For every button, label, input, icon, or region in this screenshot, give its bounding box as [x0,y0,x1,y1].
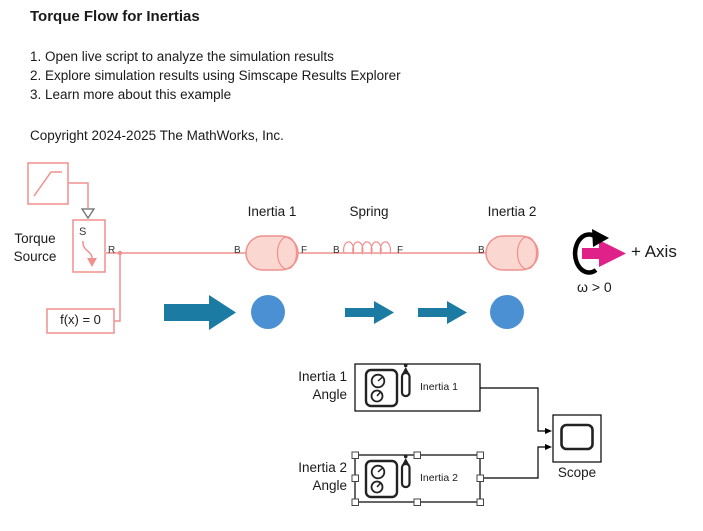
converter-block[interactable] [72,219,106,273]
flow-arrow-large-icon [164,295,236,330]
converter-port-s-label: S [79,226,87,238]
instruction-step-2[interactable]: 2. Explore simulation results using Sims… [30,68,401,83]
sensor2-outside-label: Inertia 2 Angle [298,460,347,493]
flow-node2-icon [490,295,524,329]
rotation-axis-annotation [572,229,626,275]
inertia1-port-f-label: F [301,245,308,256]
axis-arrow-icon [582,240,626,267]
model-title: Torque Flow for Inertias [30,8,200,25]
scope-label: Scope [557,465,597,480]
rotation-arrowhead-icon [592,229,609,247]
sensor1-block[interactable] [354,362,481,412]
sensor2-block[interactable] [354,453,481,503]
spring-title: Spring [349,204,389,219]
instruction-list: 1. Open live script to analyze the simul… [30,47,401,104]
flow-arrow-small1-icon [345,301,394,324]
axis-label: + Axis [631,242,677,261]
ramp-icon [33,171,62,197]
sensor1-outside-label: Inertia 1 Angle [298,369,347,402]
spring-port-f-label: F [397,245,404,256]
spring-coil-icon [343,241,391,256]
physical-connection-line[interactable] [106,250,500,322]
branch-point [117,250,123,256]
torque-source-label: Torque Source [13,231,57,264]
cylinder-face-icon [276,236,298,270]
inertia2-port-b-label: B [478,245,485,256]
instruction-step-3[interactable]: 3. Learn more about this example [30,87,232,102]
converter-port-r-label: R [108,245,116,256]
inertia1-block[interactable] [245,235,299,271]
sensor2-to-scope-wire[interactable] [480,444,552,479]
spring-block[interactable] [343,241,391,256]
selection-handles[interactable] [351,451,484,506]
ramp-source-block[interactable] [27,162,69,205]
solver-block[interactable] [46,308,115,334]
flow-node1-icon [251,295,285,329]
omega-label: ω > 0 [577,279,612,295]
cylinder-face-icon [516,236,538,270]
torque-flow-annotation [164,295,524,330]
flow-arrow-small2-icon [418,301,467,324]
sensor1-inside-label: Inertia 1 [420,381,458,393]
rotation-arrow-icon [572,232,598,275]
inertia1-title: Inertia 1 [247,204,297,219]
converter-arrowhead-icon [87,258,97,267]
sensor1-to-scope-wire[interactable] [480,387,552,434]
copyright-text: Copyright 2024-2025 The MathWorks, Inc. [30,128,284,143]
inertia2-block[interactable] [485,235,539,271]
inertia1-port-b-label: B [234,245,241,256]
inertia2-title: Inertia 2 [487,204,537,219]
sensor2-inside-label: Inertia 2 [420,472,458,484]
scope-screen-icon [560,423,594,451]
converter-arrow-icon [82,240,93,261]
source-to-converter-wire[interactable] [68,182,96,220]
signal-input-triangle-icon [80,208,96,220]
instruction-step-1[interactable]: 1. Open live script to analyze the simul… [30,49,334,64]
solver-block-label: f(x) = 0 [60,312,101,327]
spring-port-b-label: B [333,245,340,256]
scope-block[interactable] [552,414,602,463]
